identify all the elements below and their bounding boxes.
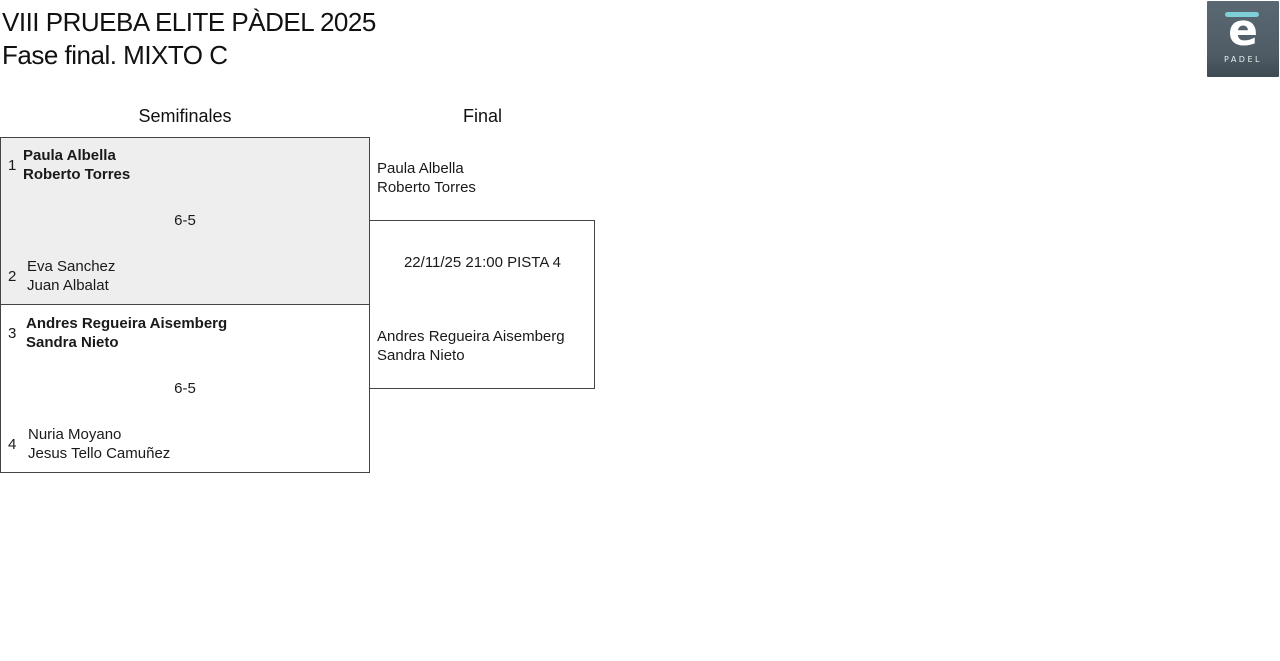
seed-number: 1 [8,157,17,174]
semifinal-match-2[interactable]: 3 Andres Regueira Aisemberg Sandra Nieto… [0,304,370,473]
final-schedule: 22/11/25 21:00 PISTA 4 [403,254,562,271]
seed-number: 3 [8,325,17,342]
seed-number: 4 [8,436,17,453]
team-names: Eva Sanchez Juan Albalat [27,257,115,295]
player-name: Eva Sanchez [27,258,116,275]
team-names: Nuria Moyano Jesus Tello Camuñez [28,425,170,463]
player-name: Roberto Torres [23,166,131,183]
player-name: Paula Albella [377,160,464,177]
player-name: Juan Albalat [27,277,109,294]
logo-letter: e [1228,5,1258,56]
player-name: Sandra Nieto [26,334,119,351]
player-name: Roberto Torres [377,179,476,196]
player-name: Andres Regueira Aisemberg [26,315,228,332]
match-score: 6-5 [174,380,196,397]
final-match[interactable] [370,220,595,389]
final-team-top: Paula Albella Roberto Torres [377,159,476,197]
final-team-bottom: Andres Regueira Aisemberg Sandra Nieto [377,327,565,365]
round-header-semifinals: Semifinales [138,106,232,126]
team-names: Andres Regueira Aisemberg Sandra Nieto [26,314,227,352]
player-name: Andres Regueira Aisemberg [377,328,565,345]
player-name: Paula Albella [23,147,116,164]
title-event: VIII PRUEBA ELITE PÀDEL 2025 [2,7,376,37]
round-header-final: Final [462,106,502,126]
seed-number: 2 [8,268,17,285]
player-name: Nuria Moyano [28,426,122,443]
logo-accent-bar [1225,12,1259,17]
semifinal-match-1[interactable]: 1 Paula Albella Roberto Torres 6-5 2 Eva… [0,137,370,305]
match-score: 6-5 [174,212,196,229]
title-phase: Fase final. MIXTO C [2,40,228,70]
player-name: Jesus Tello Camuñez [28,445,171,462]
player-name: Sandra Nieto [377,347,465,364]
epadel-logo: e PADEL [1207,1,1279,77]
logo-wordmark: PADEL [1224,55,1262,64]
page-title: VIII PRUEBA ELITE PÀDEL 2025 Fase final.… [2,6,376,72]
team-names: Paula Albella Roberto Torres [23,146,130,184]
